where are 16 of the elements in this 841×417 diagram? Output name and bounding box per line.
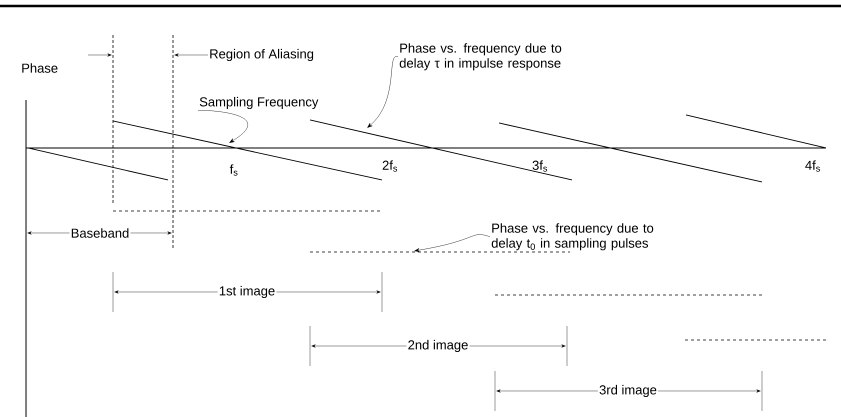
callout-text: Phase vs. frequency due to delay τ in impulse response bbox=[400, 43, 562, 70]
axis-label: 3f$_{s}$ bbox=[532, 160, 548, 172]
leader-line bbox=[367, 56, 398, 128]
dimension-label: 1st image bbox=[220, 286, 275, 298]
leader-line bbox=[414, 234, 490, 252]
axis-label: f$_{s}$ bbox=[230, 164, 238, 176]
dimension-label: 3rd image bbox=[600, 384, 656, 398]
axis-label: 4f$_{s}$ bbox=[805, 160, 820, 172]
dimension-label: Region of Aliasing bbox=[210, 48, 314, 62]
dimension-label: 2nd image bbox=[408, 340, 468, 352]
callout-text: Phase vs. frequency due to delay t$_{0}$ in sampling pulses bbox=[492, 223, 654, 250]
axis-label: 2f$_{s}$ bbox=[382, 160, 398, 172]
axis-label: Phase bbox=[22, 63, 58, 73]
leader-line bbox=[198, 110, 248, 143]
callout-text: Sampling Frequency bbox=[200, 96, 318, 110]
dimension-label: Baseband bbox=[72, 228, 128, 238]
